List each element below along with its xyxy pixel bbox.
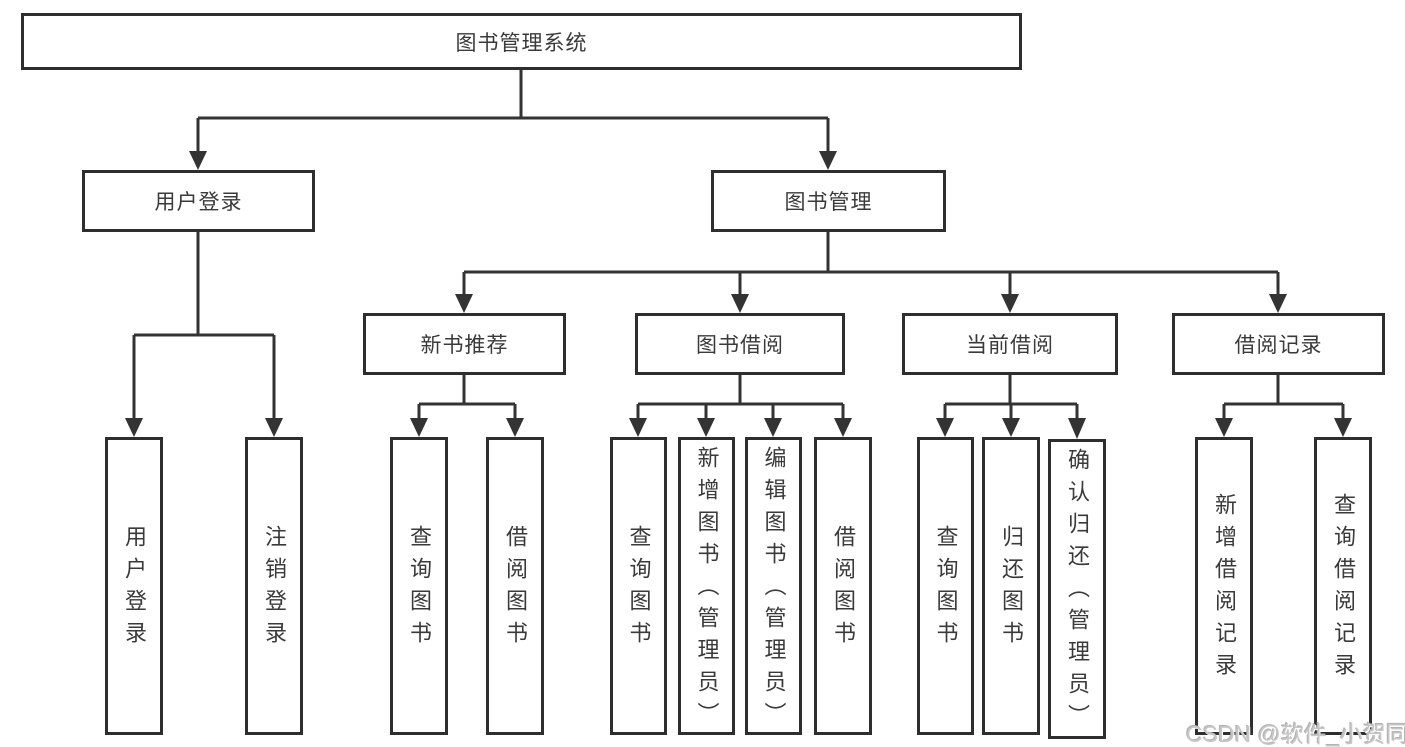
csdn-watermark: CSDN @软件_小贺同学 [1186, 721, 1405, 747]
node-current-borrowing: 当前借阅 [902, 313, 1118, 375]
leaf-add-book-admin: 新增图书（管理员） [678, 437, 735, 735]
node-borrowing-records: 借阅记录 [1172, 313, 1385, 375]
leaf-query-borrow-record: 查询借阅记录 [1314, 437, 1372, 735]
leaf-query-books-1: 查询图书 [390, 437, 448, 735]
leaf-borrow-books-1: 借阅图书 [486, 437, 544, 735]
leaf-query-books-2: 查询图书 [610, 437, 667, 735]
leaf-return-book: 归还图书 [982, 437, 1040, 735]
leaf-edit-book-admin: 编辑图书（管理员） [745, 437, 802, 735]
leaf-logout: 注销登录 [245, 437, 303, 735]
node-library-management-system: 图书管理系统 [21, 13, 1022, 70]
leaf-confirm-return-admin: 确认归还（管理员） [1048, 439, 1106, 739]
leaf-user-login: 用户登录 [105, 437, 163, 735]
node-book-borrowing: 图书借阅 [635, 313, 845, 375]
connector-paths [132, 70, 1345, 418]
node-new-book-recommendation: 新书推荐 [363, 313, 566, 375]
leaf-borrow-books-2: 借阅图书 [814, 437, 872, 735]
node-user-login: 用户登录 [82, 170, 315, 232]
leaf-query-books-3: 查询图书 [917, 437, 974, 735]
arrowheads [125, 151, 1352, 439]
node-book-management: 图书管理 [711, 170, 946, 232]
leaf-add-borrow-record: 新增借阅记录 [1195, 437, 1253, 735]
